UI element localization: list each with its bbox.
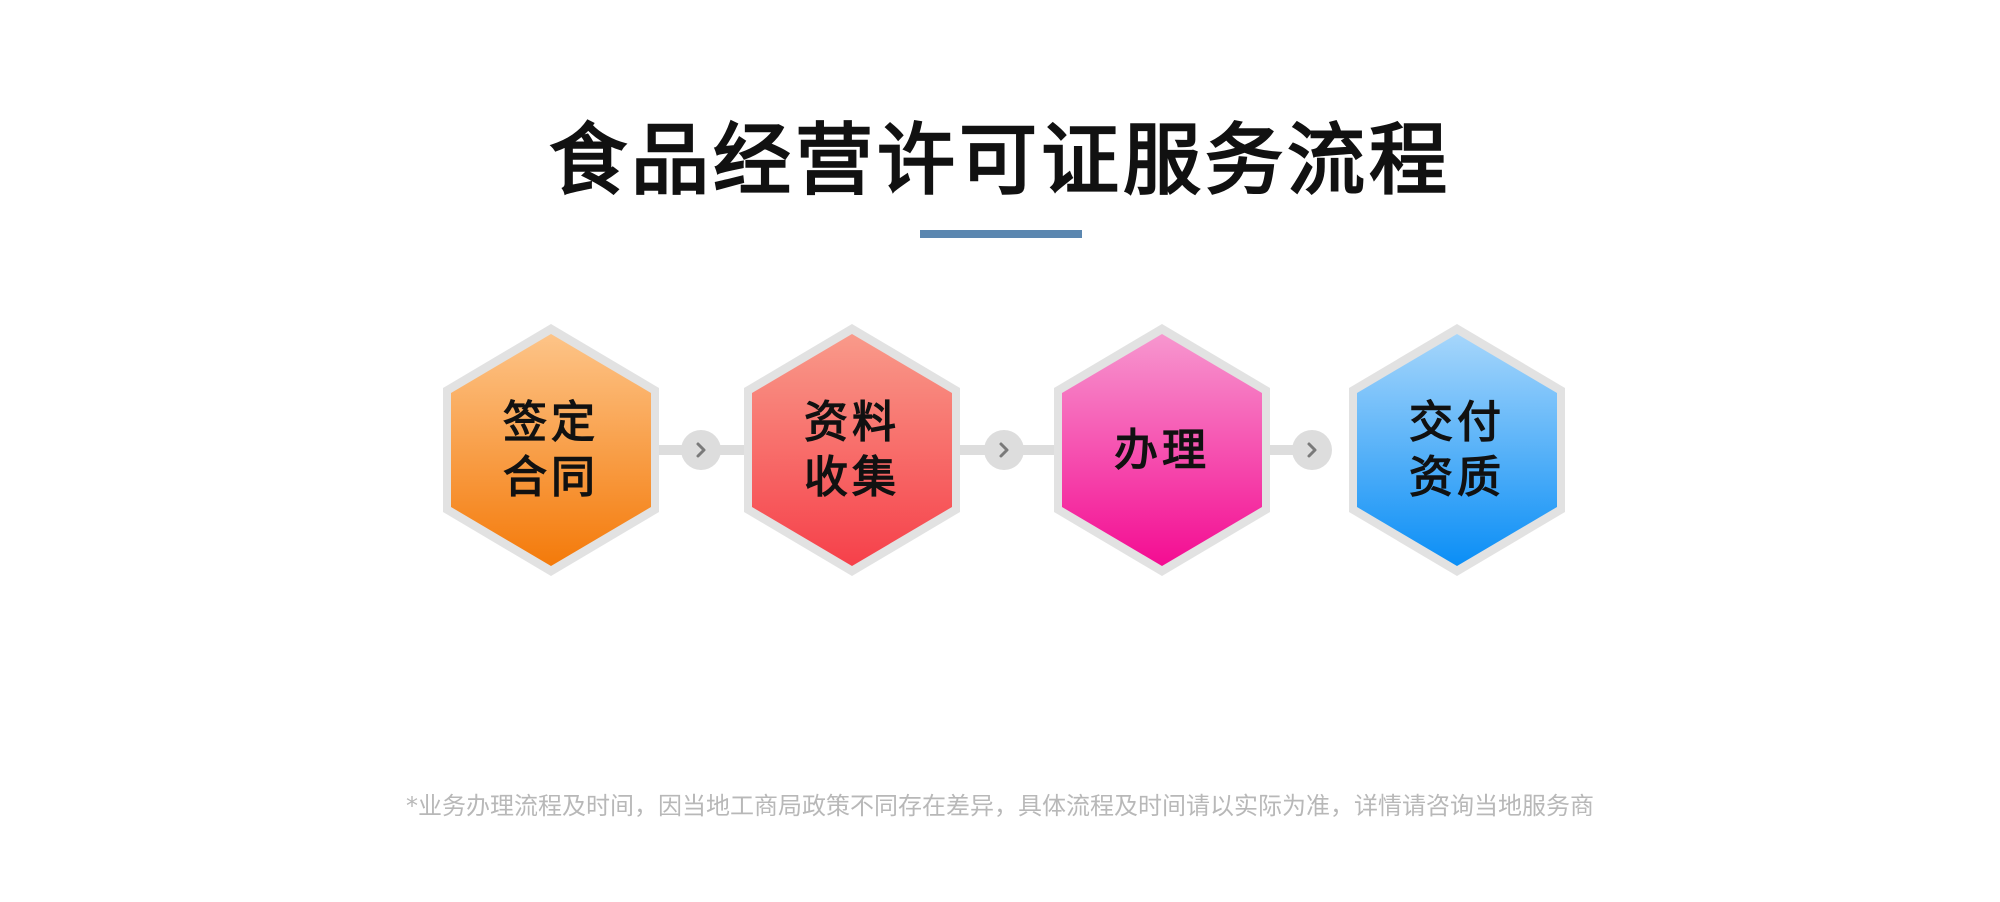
title-underline bbox=[920, 230, 1082, 238]
step-deliver-qualification: 交付 资质 bbox=[1346, 322, 1568, 578]
hexagon-shape bbox=[443, 324, 659, 576]
step-label: 办理 bbox=[1114, 424, 1210, 476]
chevron-right-icon bbox=[681, 430, 721, 470]
step-collect-materials: 资料 收集 bbox=[741, 322, 963, 578]
page-title: 食品经营许可证服务流程 bbox=[548, 116, 1451, 206]
step-sign-contract: 签定 合同 bbox=[440, 322, 662, 578]
connector-line-3 bbox=[1268, 445, 1308, 455]
chevron-right-icon bbox=[984, 430, 1024, 470]
hexagon-shape bbox=[1349, 324, 1565, 576]
step-process: 办理 bbox=[1051, 322, 1273, 578]
footnote-disclaimer: *业务办理流程及时间，因当地工商局政策不同存在差异，具体流程及时间请以实际为准，… bbox=[406, 792, 1594, 820]
chevron-right-icon bbox=[1292, 430, 1332, 470]
step-label: 签定 合同 bbox=[503, 397, 599, 503]
step-label: 交付 资质 bbox=[1409, 397, 1505, 503]
step-label: 资料 收集 bbox=[804, 397, 900, 503]
hexagon-shape bbox=[1054, 324, 1270, 576]
hexagon-shape bbox=[744, 324, 960, 576]
